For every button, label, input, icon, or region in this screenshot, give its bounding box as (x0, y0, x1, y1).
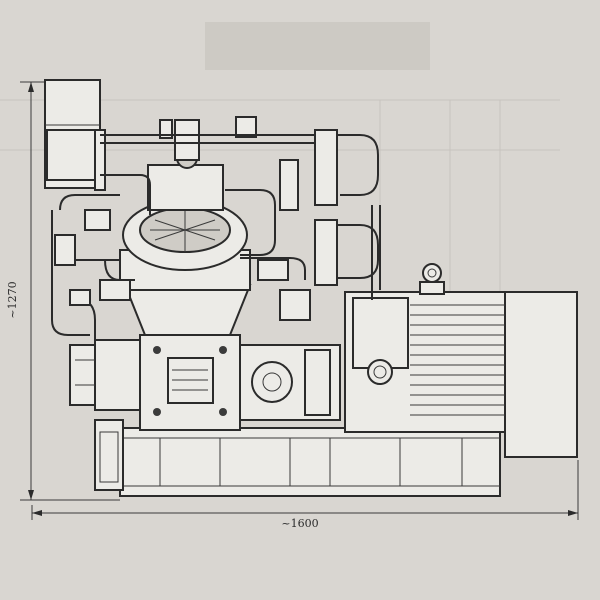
coupling (239, 344, 341, 421)
valve-housing (147, 116, 257, 211)
oil-pump (69, 339, 141, 411)
crankcase (139, 334, 241, 431)
fittings (54, 209, 131, 306)
cylinder-block (119, 199, 252, 336)
width-dimension-label: ~1600 (281, 517, 318, 530)
height-dimension (20, 81, 120, 501)
base-skid (94, 419, 501, 497)
background-ghost-table (0, 22, 560, 300)
height-dimension-label: ~1270 (6, 281, 19, 318)
coolers (257, 129, 338, 321)
piping (51, 134, 381, 345)
width-dimension (31, 460, 579, 520)
electric-motor (344, 263, 578, 458)
left-vessel (44, 79, 106, 191)
